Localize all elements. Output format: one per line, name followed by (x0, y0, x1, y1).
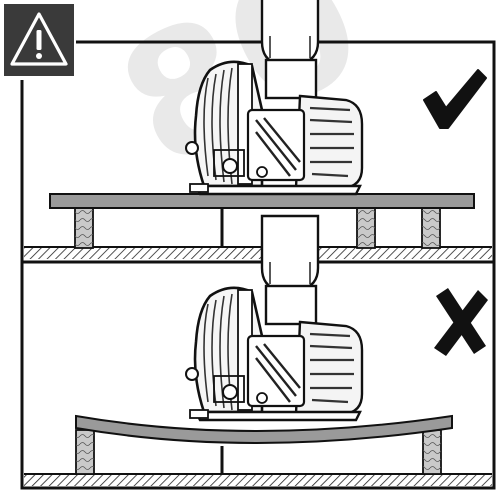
support-middle (356, 207, 376, 249)
support-left (75, 429, 95, 475)
outer-frame (20, 40, 496, 490)
floor (24, 247, 492, 259)
warning-badge (4, 4, 74, 76)
support-right (422, 429, 442, 475)
panel-correct (24, 0, 492, 259)
panel-incorrect (24, 214, 492, 486)
floor (24, 474, 492, 486)
board-sagging (75, 414, 453, 444)
board-flat (49, 193, 475, 209)
checkmark-icon (423, 69, 487, 129)
support-left (74, 207, 94, 249)
warning-triangle-icon (10, 12, 68, 66)
support-right (421, 207, 441, 249)
cross-icon (434, 288, 488, 356)
